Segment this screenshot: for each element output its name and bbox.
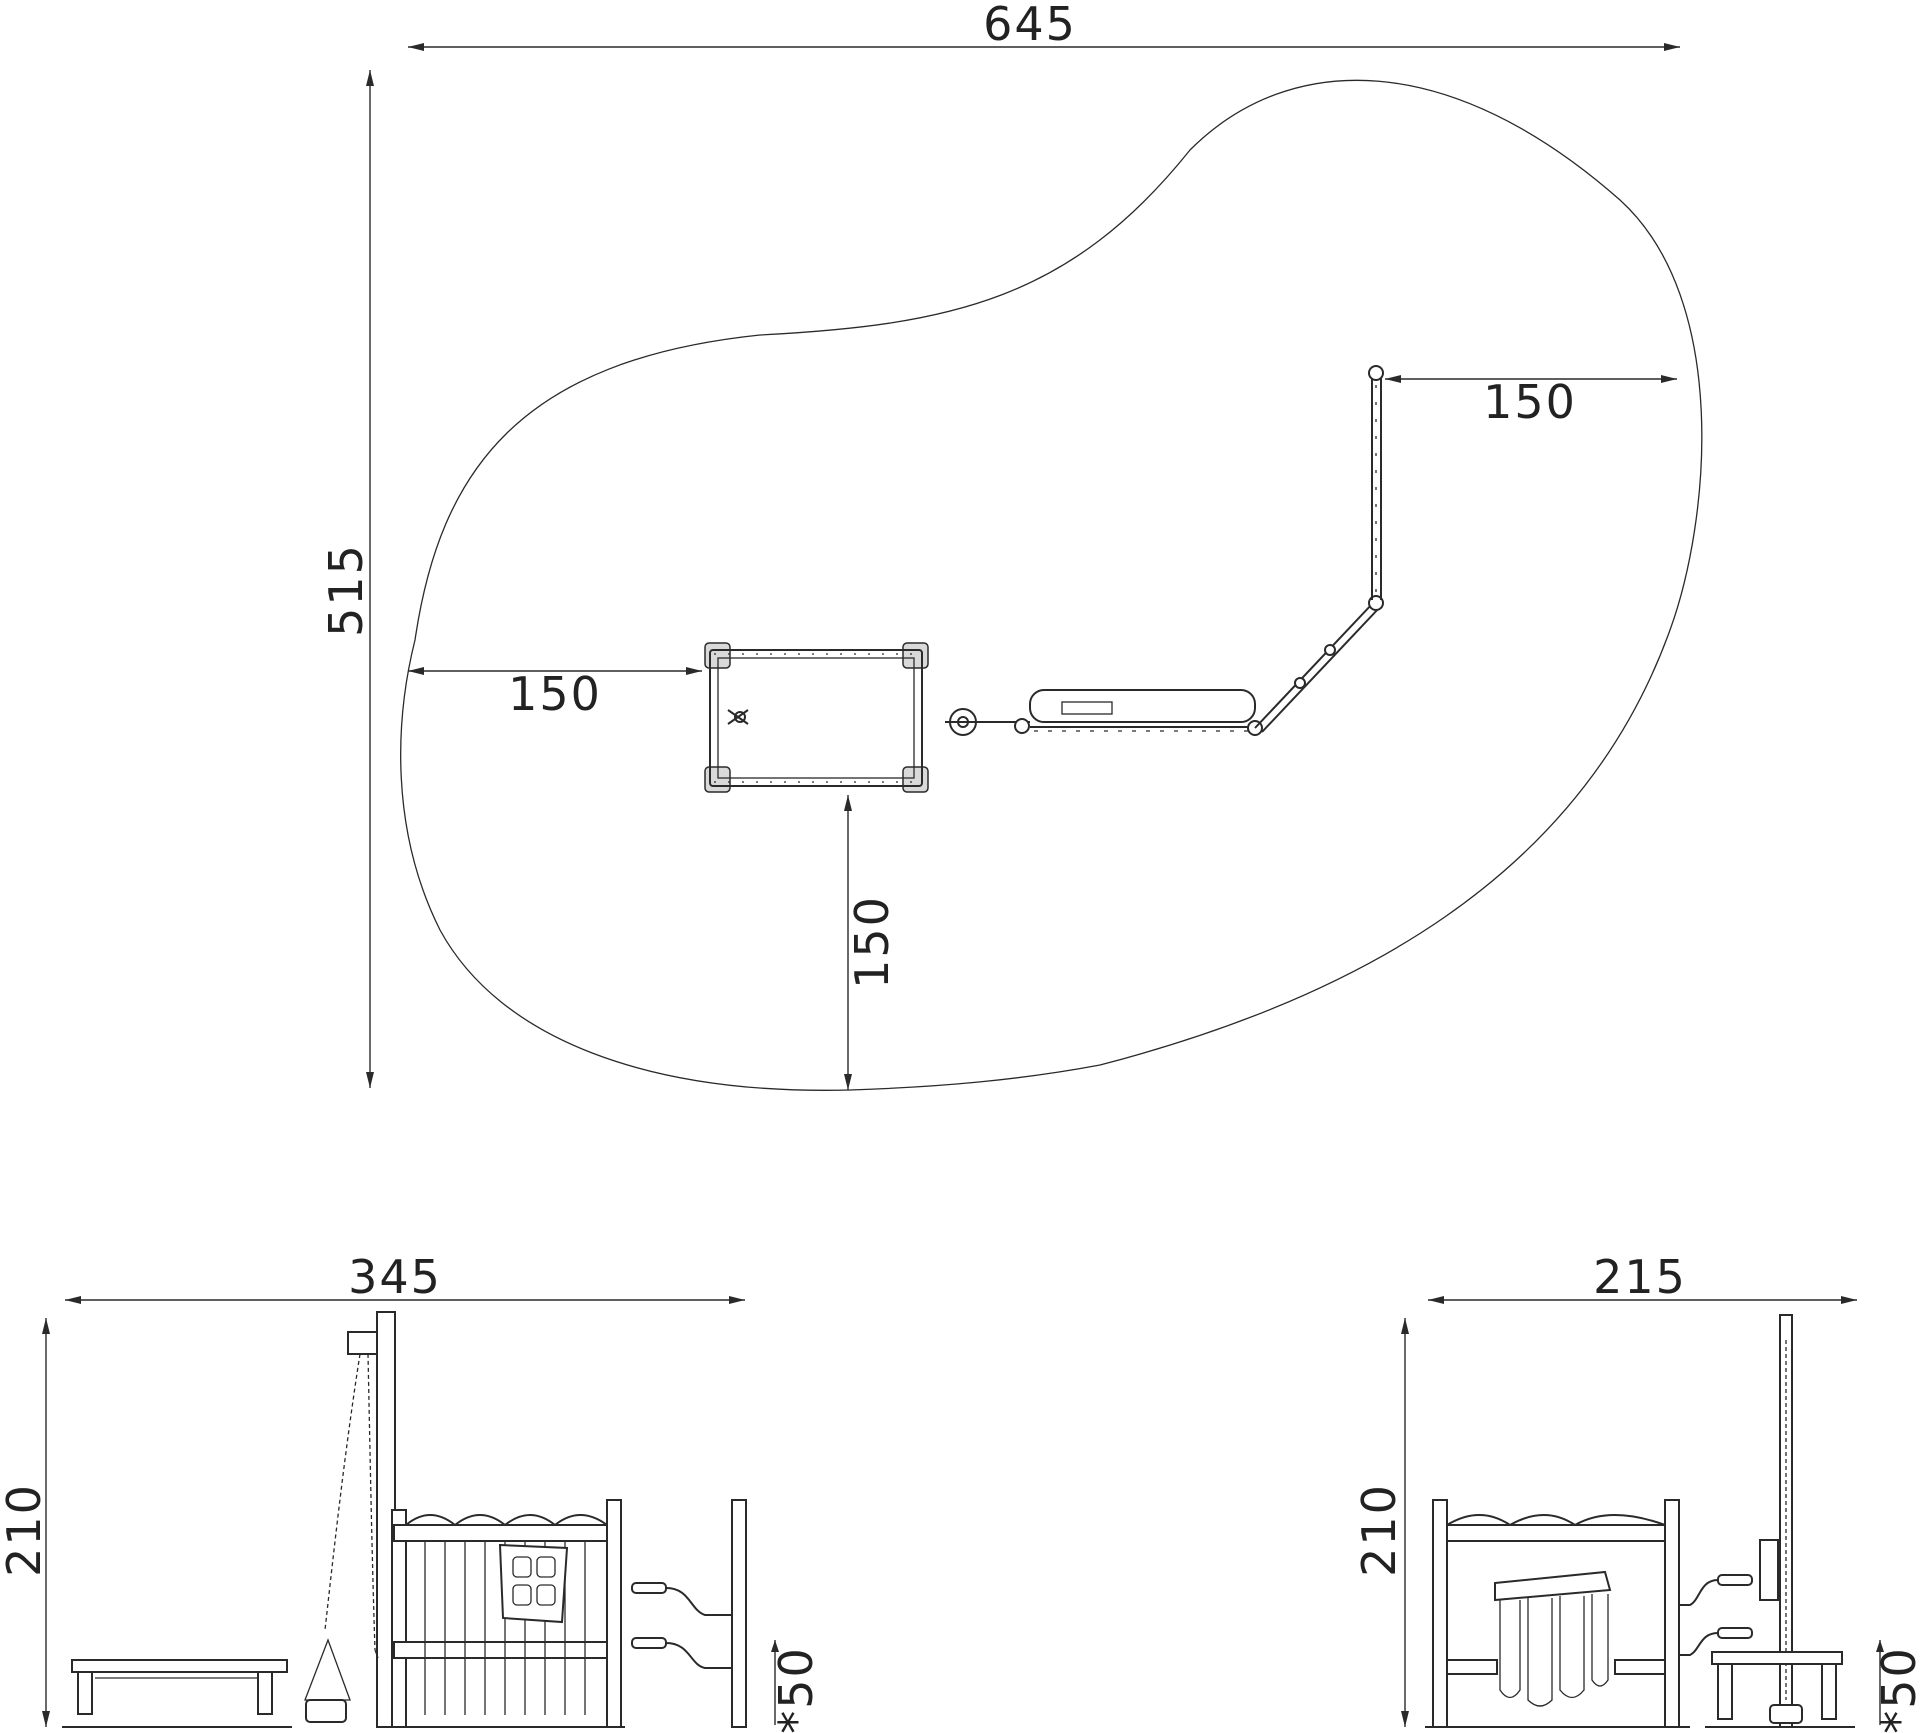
dimension-label-clearance-left: 150 [508,667,602,721]
dimension-side-width: 215 [1428,1250,1857,1304]
dimension-label-clearance-bottom: 150 [845,895,899,989]
dimension-side-height: 210 [1352,1318,1409,1727]
dimension-overall-width: 645 [408,0,1680,51]
dimension-label-front-height: 210 [0,1483,51,1577]
dimension-label-overall-width: 645 [983,0,1077,51]
sandbox-plan [704,642,929,793]
bench-front [62,1659,292,1728]
plan-view: 645 515 150 150 150 [319,0,1703,1091]
dimension-front-foundation: *50 [769,1640,823,1733]
dimension-overall-depth: 515 [319,70,374,1088]
dimension-label-side-foundation: *50 [1872,1646,1920,1733]
crane-side [1679,1314,1855,1728]
sandbox-fence-front [385,1499,625,1728]
dimension-clearance-bottom: 150 [844,795,899,1090]
safety-zone-outline [400,79,1703,1091]
water-post-front [631,1499,747,1728]
dimension-front-width: 345 [65,1250,745,1304]
dimension-side-foundation: *50 [1872,1640,1920,1733]
dimension-label-front-foundation: *50 [769,1646,823,1733]
dimension-label-side-height: 210 [1352,1483,1406,1577]
dimension-clearance-left: 150 [408,667,702,721]
dimension-label-clearance-right: 150 [1483,375,1577,429]
crane-front [304,1311,396,1728]
front-elevation: 345 210 *50 [0,1250,823,1733]
side-elevation: 215 210 *50 [1352,1250,1920,1733]
water-play-line-plan [945,365,1384,736]
sandbox-side [1425,1499,1690,1728]
dimension-label-side-width: 215 [1593,1250,1687,1304]
fence-slats [424,1541,586,1715]
dimension-label-overall-depth: 515 [319,543,373,637]
dimension-front-height: 210 [0,1318,51,1727]
dimension-clearance-right: 150 [1385,375,1677,429]
dimension-label-front-width: 345 [348,1250,442,1304]
